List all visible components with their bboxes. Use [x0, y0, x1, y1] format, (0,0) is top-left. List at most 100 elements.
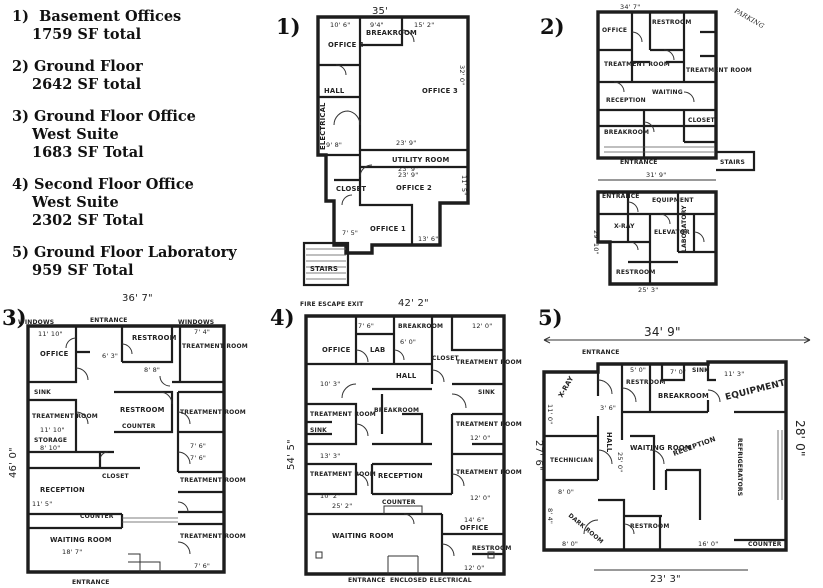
plan3-treatment-mr: TREATMENT ROOM [180, 409, 246, 416]
plan4-treatment-lr: TREATMENT ROOM [456, 469, 522, 476]
svg-text:RESTROOM: RESTROOM [652, 19, 692, 26]
plan4-waiting: WAITING ROOM [332, 532, 394, 540]
plan4-office: OFFICE [322, 346, 351, 354]
svg-text:ENTRANCE: ENTRANCE [620, 159, 658, 166]
svg-text:LABORATORY: LABORATORY [681, 205, 688, 252]
svg-text:3' 6": 3' 6" [600, 404, 616, 412]
plan3-restroom: RESTROOM [132, 334, 177, 342]
plan2-side-dim: 29' 10" [592, 230, 600, 255]
svg-text:7' 6": 7' 6" [358, 322, 374, 330]
floor-plan-ground-lab: 34' 9" 28' 0" 27' 6" 23' 3" ENTRANCE X-R… [533, 325, 811, 585]
svg-text:9'4": 9'4" [370, 21, 384, 29]
plan4-fire-exit: FIRE ESCAPE EXIT [300, 301, 364, 308]
plan-label-3: 3) [2, 305, 27, 330]
svg-text:13' 6": 13' 6" [418, 235, 438, 243]
svg-text:7' 6": 7' 6" [190, 454, 206, 462]
plan5-waiting: WAITING ROOM [630, 444, 692, 452]
plan4-treatment-tr: TREATMENT ROOM [456, 359, 522, 366]
plan1-breakroom: BREAKROOM [366, 29, 417, 37]
svg-text:10' 6": 10' 6" [330, 21, 350, 29]
svg-text:12' 0": 12' 0" [470, 494, 490, 502]
floor-plan-ground-floor: 34' 7" PARKING OFFICE RESTROOM TREATMENT… [592, 3, 766, 294]
svg-text:12' 0": 12' 0" [470, 434, 490, 442]
plan1-office4: OFFICE 4 [328, 41, 364, 49]
plan4-lab: LAB [370, 346, 385, 354]
plan1-outer-wall [316, 15, 470, 255]
plan3-reception: RECEPTION [40, 486, 85, 494]
plan4-treatment-ll: TREATMENT ROOM [310, 471, 376, 478]
svg-text:WINDOWS: WINDOWS [18, 319, 54, 326]
svg-text:7' 5": 7' 5" [342, 229, 358, 237]
plan3-counter2: COUNTER [80, 513, 114, 520]
plan2-upper-block: OFFICE RESTROOM TREATMENT ROOM TREATMENT… [596, 10, 756, 172]
legend-item-1: 1) Basement Offices 1759 SF total [12, 8, 262, 44]
plan5-entrance: ENTRANCE [582, 349, 620, 356]
plan2-parking: PARKING [732, 6, 766, 30]
svg-text:25' 2": 25' 2" [332, 502, 352, 510]
plan1-office3: OFFICE 3 [422, 87, 458, 95]
svg-text:6' 0": 6' 0" [400, 338, 416, 346]
plan3-left-dim: 46' 0" [8, 447, 19, 478]
plan-label-5: 5) [538, 305, 563, 330]
plan-label-2: 2) [540, 14, 565, 39]
plan3-counter: COUNTER [122, 423, 156, 430]
svg-text:13' 3": 13' 3" [320, 452, 340, 460]
svg-text:8' 4": 8' 4" [546, 508, 554, 524]
plan4-sink: SINK [478, 389, 495, 396]
legend-title: Second Floor Office [34, 176, 194, 193]
plan1-utility: UTILITY ROOM [392, 156, 449, 164]
legend-area: 2302 SF Total [32, 212, 144, 229]
plan1-office1: OFFICE 1 [370, 225, 406, 233]
plan5-counter: COUNTER [748, 541, 782, 548]
floor-plan-second-floor-west: 42' 2" FIRE ESCAPE EXIT 54' 5" OFFICE LA… [286, 298, 522, 584]
svg-text:16' 0": 16' 0" [698, 540, 718, 548]
plan4-treatment-ml: TREATMENT ROOM [310, 411, 376, 418]
svg-text:7' 0": 7' 0" [670, 368, 686, 376]
legend-item-4: 4) Second Floor Office West Suite 2302 S… [12, 176, 262, 230]
svg-text:WINDOWS: WINDOWS [178, 319, 214, 326]
plan-label-1: 1) [276, 14, 301, 39]
plan3-treatment-ml: TREATMENT ROOM [32, 413, 98, 420]
svg-text:X-RAY: X-RAY [614, 223, 635, 230]
svg-text:TREATMENT ROOM: TREATMENT ROOM [686, 67, 752, 74]
svg-text:12' 0": 12' 0" [472, 322, 492, 330]
legend-title: Ground Floor [34, 58, 143, 75]
svg-text:15' 2": 15' 2" [414, 21, 434, 29]
plan2-mid-dim: 31' 9" [646, 171, 666, 179]
svg-text:18' 7": 18' 7" [62, 548, 82, 556]
svg-text:23' 9": 23' 9" [396, 139, 416, 147]
plan3-restroom2: RESTROOM [120, 406, 165, 414]
svg-text:8' 0": 8' 0" [562, 540, 578, 548]
svg-text:TREATMENT ROOM: TREATMENT ROOM [604, 61, 670, 68]
svg-text:STAIRS: STAIRS [720, 159, 745, 166]
legend-title: Ground Floor Office [34, 108, 196, 125]
svg-text:8' 10": 8' 10" [40, 444, 60, 452]
svg-text:11' 5": 11' 5" [32, 500, 52, 508]
svg-text:RESTROOM: RESTROOM [616, 269, 656, 276]
svg-text:8' 8": 8' 8" [144, 366, 160, 374]
svg-text:6' 3": 6' 3" [102, 352, 118, 360]
plan4-office2: OFFICE [460, 524, 489, 532]
svg-text:8' 0": 8' 0" [558, 488, 574, 496]
plan5-right-dim: 28' 0" [793, 420, 807, 457]
plan1-electrical: ELECTRICAL [319, 102, 327, 150]
plan1-hall: HALL [324, 87, 345, 95]
legend-number: 5) [12, 244, 29, 261]
plan5-xray: X-RAY [557, 375, 576, 399]
legend-area: 1683 SF Total [32, 144, 144, 161]
plan1-closet: CLOSET [336, 185, 366, 193]
plan1-stairs: STAIRS [302, 241, 350, 287]
svg-text:WAITING: WAITING [652, 89, 683, 96]
plan5-sink: SINK [692, 367, 709, 374]
svg-text:OFFICE: OFFICE [602, 27, 627, 34]
legend-number: 4) [12, 176, 29, 193]
plan5-bottom-dim: 23' 3" [650, 574, 681, 585]
svg-text:23' 9": 23' 9" [398, 165, 418, 173]
plan2-lower-block: ENTRANCE EQUIPMENT LABORATORY X-RAY ELEV… [596, 190, 718, 286]
plan3-treatment-br: TREATMENT ROOM [180, 533, 246, 540]
svg-text:5' 0": 5' 0" [630, 366, 646, 374]
plan3-treatment-tr: TREATMENT ROOM [182, 343, 248, 350]
plan4-left-dim: 54' 5" [286, 439, 297, 470]
plan4-entrance: ENTRANCE [348, 577, 386, 584]
svg-text:11' 3": 11' 3" [724, 370, 744, 378]
